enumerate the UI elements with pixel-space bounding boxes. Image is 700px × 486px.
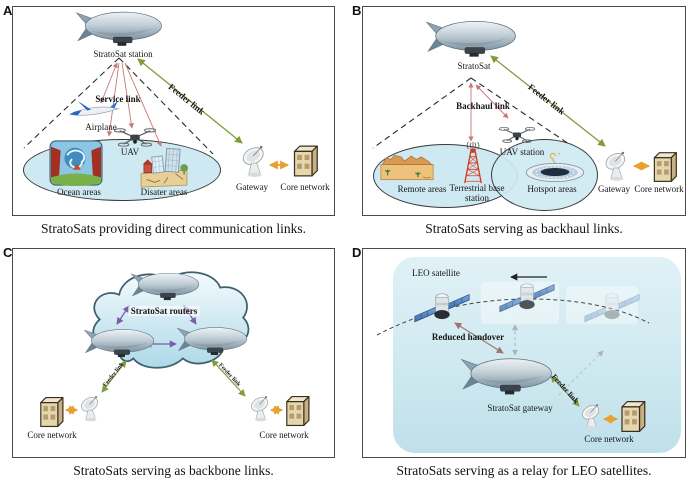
- beam-edge-left: [372, 77, 472, 149]
- stratosat-routers-label: StratoSat routers: [112, 306, 216, 317]
- leo-satellite-icon-faded: [498, 279, 556, 321]
- uav-station-label: UAV station: [499, 147, 545, 157]
- service-link-label: Service link: [95, 94, 141, 104]
- stratosat-routers-text: StratoSat routers: [127, 306, 201, 316]
- backhaul-link-label: Backhaul link: [456, 101, 510, 111]
- base-station-label-line1: Terrestrial base: [449, 183, 505, 193]
- base-station-tower-icon: [462, 139, 484, 185]
- airship-icon: [75, 7, 163, 48]
- panel-b-caption: StratoSats serving as backhaul links.: [425, 221, 623, 236]
- panel-a-letter: A: [3, 3, 13, 18]
- airship-router-icon-right: [176, 323, 248, 357]
- ocean-areas-icon: [47, 139, 105, 187]
- feeder-link-arrow-right: [211, 359, 246, 397]
- feeder-link-arrow: [550, 375, 580, 407]
- gateway-dish-icon: [239, 142, 271, 179]
- airship-router-icon-top: [130, 269, 200, 302]
- base-station-label-line2: station: [465, 192, 489, 203]
- feeder-link-arrow: [137, 58, 243, 144]
- reduced-handover-label: Reduced handover: [431, 332, 505, 342]
- uav-station-icon: [499, 123, 535, 147]
- panel-b: StratoSat Backhaul link Feeder link Remo…: [362, 6, 686, 216]
- feeder-link-arrow: [490, 55, 606, 147]
- panel-b-links: [372, 55, 651, 171]
- leo-satellite-icon: [413, 289, 471, 331]
- gateway-label: Gateway: [598, 184, 630, 194]
- core-network-label: Core network: [584, 434, 634, 444]
- core-network-label-right: Core network: [259, 430, 309, 440]
- hotspot-areas-label: Hotspot areas: [527, 184, 577, 194]
- leo-satellite-icon-ghost: [583, 289, 641, 331]
- core-network-icon-left: [37, 395, 65, 429]
- base-station-label: Terrestrial base station: [442, 183, 512, 204]
- airship-router-icon-left: [83, 325, 155, 359]
- gateway-dish-icon-right: [248, 393, 274, 423]
- remote-areas-label: Remote areas: [397, 184, 447, 194]
- core-network-icon: [651, 150, 678, 184]
- leo-satellite-label: LEO satellite: [412, 268, 460, 278]
- panel-d-caption: StratoSats serving as a relay for LEO sa…: [396, 463, 652, 478]
- panel-d-letter: D: [352, 245, 362, 260]
- stratosat-label: StratoSat: [457, 61, 491, 71]
- feeder-link-arrow-left: [101, 360, 127, 393]
- panel-d: LEO satellite Reduced handover StratoSat…: [362, 248, 686, 458]
- stratosat-station-label: StratoSat station: [93, 49, 153, 59]
- gateway-label: Gateway: [236, 182, 268, 192]
- core-network-label-left: Core network: [27, 430, 77, 440]
- panel-a-links: [23, 57, 290, 170]
- stratosat-gateway-label: StratoSat gateway: [487, 403, 553, 413]
- reduced-handover-arrow: [454, 322, 504, 354]
- core-network-label: Core network: [280, 182, 330, 192]
- core-network-icon-right: [283, 394, 311, 428]
- airship-icon: [425, 16, 517, 59]
- stadium-icon: [524, 162, 586, 183]
- uav-label: UAV: [120, 147, 140, 157]
- handover-ghost-arrow-right: [558, 350, 604, 396]
- core-network-label: Core network: [634, 184, 684, 194]
- gateway-dish-icon: [602, 148, 632, 183]
- disaster-areas-label: Disater areas: [140, 187, 188, 197]
- panel-c-letter: C: [3, 245, 13, 260]
- gateway-dish-icon-left: [78, 393, 104, 423]
- panel-c: StratoSat routers Feeder link Feeder lin…: [12, 248, 335, 458]
- panel-b-letter: B: [352, 3, 362, 18]
- panel-a-caption: StratoSats providing direct communicatio…: [40, 221, 307, 236]
- airplane-label: Airplane: [85, 122, 117, 132]
- core-network-icon: [618, 399, 647, 434]
- stratosat-gateway-airship-icon: [460, 352, 553, 398]
- core-network-icon: [291, 143, 319, 179]
- panel-c-links: [64, 305, 284, 415]
- remote-areas-icon: [379, 151, 435, 183]
- panel-c-caption: StratoSats serving as backbone links.: [73, 463, 274, 478]
- ocean-areas-label: Ocean areas: [57, 187, 101, 197]
- panel-a: StratoSat station Service link Feeder li…: [12, 6, 335, 216]
